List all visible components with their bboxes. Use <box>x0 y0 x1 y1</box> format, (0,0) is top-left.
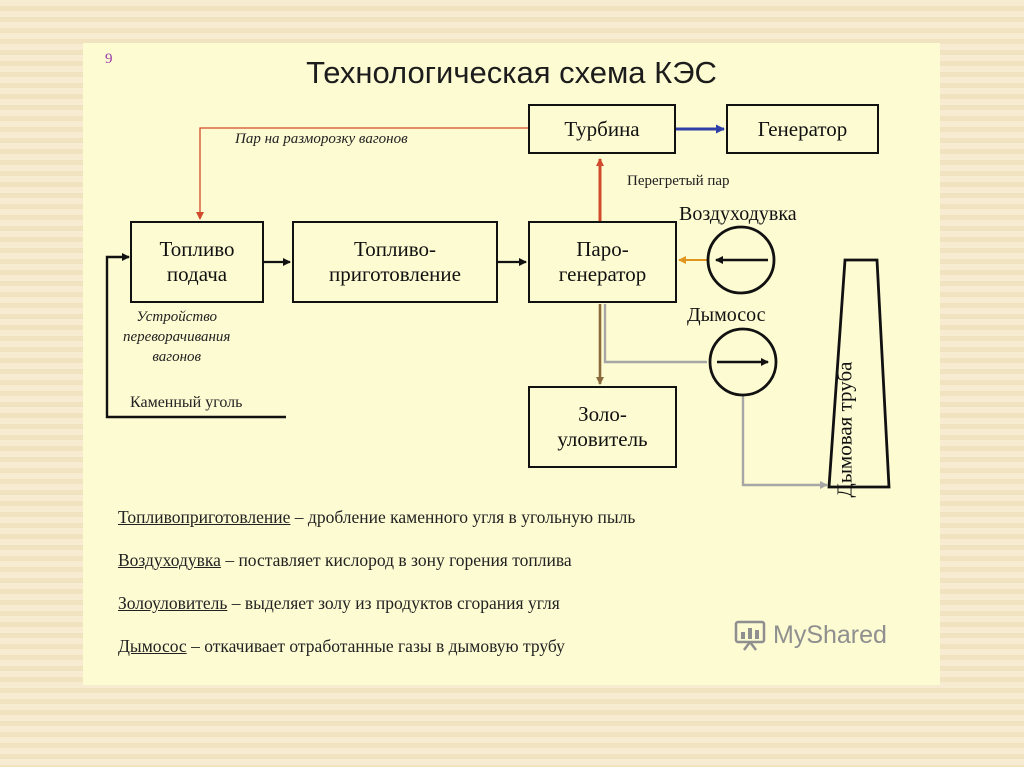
chimney-shape <box>827 258 891 489</box>
fuel-feed-box: Топливо подача <box>130 221 264 303</box>
definition-item: Топливоприготовление – дробление каменно… <box>118 506 898 549</box>
watermark-text: MyShared <box>773 620 887 649</box>
defrost-steam-label: Пар на разморозку вагонов <box>235 131 408 147</box>
definition-term: Золоуловитель <box>118 593 228 613</box>
coal-supply-line <box>105 253 286 419</box>
presentation-board-icon <box>734 620 766 651</box>
blower-label: Воздуходувка <box>679 203 797 225</box>
definition-term: Топливоприготовление <box>118 507 291 527</box>
definition-text: – дробление каменного угля в угольную пы… <box>290 507 636 527</box>
generator-box: Генератор <box>726 104 879 154</box>
definition-term: Дымосос <box>118 636 187 656</box>
steam-generator-box: Паро- генератор <box>528 221 677 303</box>
definitions-list: Топливоприготовление – дробление каменно… <box>118 506 898 678</box>
smoke-exhauster-icon <box>708 327 778 397</box>
slide-title: Технологическая схема КЭС <box>306 55 717 90</box>
definition-item: Золоуловитель – выделяет золу из продукт… <box>118 592 898 635</box>
defrost-steam-line <box>196 127 528 220</box>
slide: 9 Технологическая схема КЭС <box>83 43 940 685</box>
diagram-connectors <box>105 124 891 489</box>
ash-collector-box: Золо- уловитель <box>528 386 677 468</box>
slide-number: 9 <box>105 51 113 67</box>
superheated-steam-label: Перегретый пар <box>627 173 730 189</box>
flue-gas-line <box>603 304 707 364</box>
coal-label: Каменный уголь <box>130 394 243 411</box>
definition-text: – выделяет золу из продуктов сгорания уг… <box>227 593 560 613</box>
definition-item: Дымосос – откачивает отработанные газы в… <box>118 635 898 678</box>
turbine-box: Турбина <box>528 104 676 154</box>
fuel-prep-box: Топливо- приготовление <box>292 221 498 303</box>
watermark: MyShared <box>733 618 887 652</box>
definition-item: Воздуходувка – поставляет кислород в зон… <box>118 549 898 592</box>
flue-gas-to-chimney <box>741 395 828 489</box>
definition-text: – поставляет кислород в зону горения топ… <box>220 550 572 570</box>
blower-icon <box>706 225 776 295</box>
wagon-tipper-label: Устройство переворачивания вагонов <box>123 309 231 365</box>
definition-text: – откачивает отработанные газы в дымовую… <box>186 636 565 656</box>
definition-term: Воздуходувка <box>118 550 221 570</box>
smoke-exhauster-label: Дымосос <box>687 304 766 326</box>
